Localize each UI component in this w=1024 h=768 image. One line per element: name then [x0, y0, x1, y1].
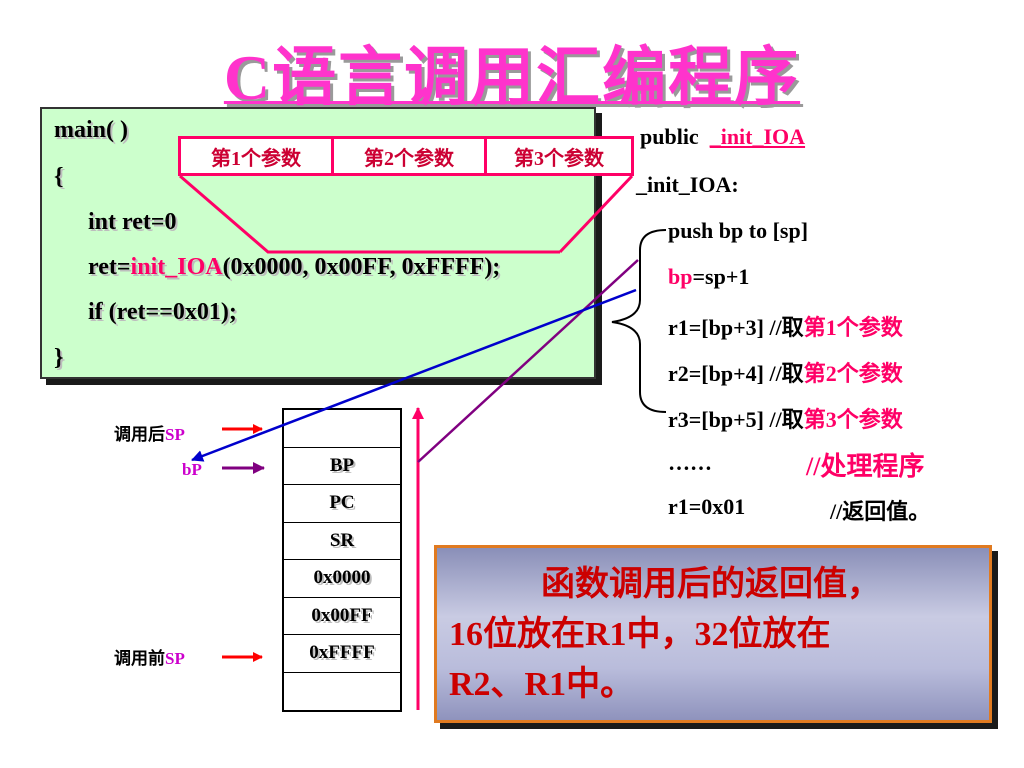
param-2-box: 第2个参数 [331, 136, 487, 176]
asm-line-ellipsis: …… [668, 450, 712, 475]
code-line-main: main( ) [54, 117, 128, 143]
label-bp: bP [182, 460, 202, 479]
purple-link-line [417, 259, 639, 463]
asm-line-label: _init_IOA: [636, 172, 739, 197]
asm-r2-note: 第2个参数 [803, 361, 903, 386]
stack-diagram: BP PC SR 0x0000 0x00FF 0xFFFF [282, 408, 402, 712]
asm-line-push: push bp to [sp] [668, 218, 809, 243]
param-callout: 第1个参数 第2个参数 第3个参数 [178, 136, 634, 176]
call-arguments: (0x0000, 0x00FF, 0xFFFF); [222, 254, 501, 280]
label-sp-before-reg: SP [165, 649, 185, 668]
c-code-box: main( ) { int ret=0 ret=init_IOA(0x0000,… [40, 107, 596, 379]
asm-bp-register: bp [668, 264, 693, 289]
stack-cell-bp: BP [284, 448, 400, 485]
asm-bracket [611, 229, 667, 413]
param-1-box: 第1个参数 [178, 136, 334, 176]
stack-cell-pc: PC [284, 485, 400, 523]
asm-line-public: public _init_IOA [640, 124, 805, 150]
blue-link-arrow [191, 288, 637, 462]
stack-cell-arg3: 0xFFFF [284, 635, 400, 673]
param-funnel-left [179, 174, 560, 254]
param-3-box: 第3个参数 [484, 136, 634, 176]
asm-line-return: r1=0x01 [668, 494, 746, 519]
stack-cell-arg2: 0x00FF [284, 598, 400, 635]
return-value-note: 函数调用后的返回值， 16位放在R1中，32位放在 R2、R1中。 [434, 545, 992, 723]
code-line-open-brace: { [54, 164, 64, 190]
note-line-3: R2、R1中。 [449, 666, 635, 703]
stack-cell-arg1: 0x0000 [284, 560, 400, 598]
label-sp-after-prefix: 调用后 [114, 425, 165, 444]
note-line-1: 函数调用后的返回值， [541, 566, 881, 603]
stack-cell-top [284, 410, 400, 448]
stack-cell-sr: SR [284, 523, 400, 560]
code-line-close-brace: } [54, 345, 64, 371]
asm-processing-note: //处理程序 [806, 452, 925, 481]
asm-line-r3: r3=[bp+5] //取第3个参数 [668, 402, 903, 434]
call-prefix: ret= [88, 254, 131, 280]
code-line-declare: int ret=0 [88, 209, 177, 235]
asm-public-name: _init_IOA [709, 124, 806, 149]
asm-r3-code: r3=[bp+5] //取 [668, 407, 804, 432]
label-sp-before: 调用前SP [114, 644, 185, 669]
label-sp-after-reg: SP [165, 425, 185, 444]
note-line-2: 16位放在R1中，32位放在 [449, 616, 831, 653]
code-line-if: if (ret==0x01); [88, 299, 237, 325]
call-function-name: init_IOA [130, 254, 223, 280]
asm-line-r1: r1=[bp+3] //取第1个参数 [668, 310, 903, 342]
param-funnel-right [558, 174, 634, 254]
code-line-call: ret=init_IOA(0x0000, 0x00FF, 0xFFFF); [88, 254, 500, 281]
asm-public-keyword: public [640, 124, 699, 149]
asm-r1-code: r1=[bp+3] //取 [668, 315, 804, 340]
asm-return-note: //返回值。 [830, 499, 931, 524]
label-sp-after: 调用后SP [114, 420, 185, 445]
asm-r2-code: r2=[bp+4] //取 [668, 361, 804, 386]
asm-r3-note: 第3个参数 [803, 407, 903, 432]
asm-bp-assign: =sp+1 [692, 264, 750, 289]
asm-line-bp: bp=sp+1 [668, 264, 749, 290]
asm-r1-note: 第1个参数 [803, 315, 903, 340]
asm-line-r2: r2=[bp+4] //取第2个参数 [668, 356, 903, 388]
slide-title: C语言调用汇编程序 [223, 42, 801, 113]
note-text: 函数调用后的返回值， 16位放在R1中，32位放在 R2、R1中。 [449, 560, 977, 710]
label-sp-before-prefix: 调用前 [114, 649, 165, 668]
